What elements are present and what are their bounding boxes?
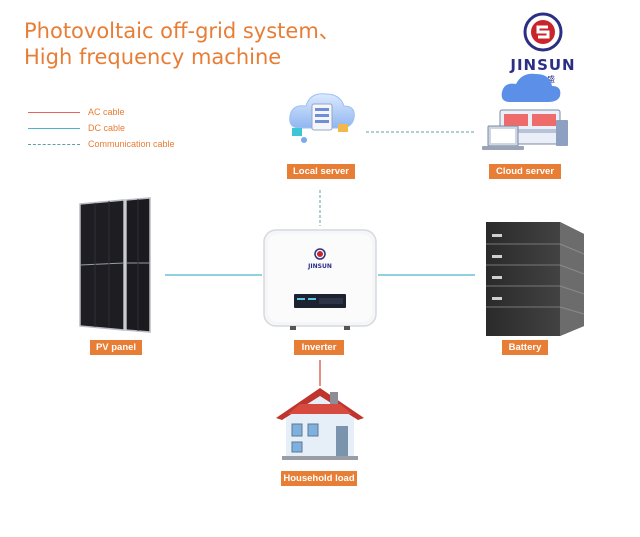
legend-label-communication: Communication cable (88, 139, 175, 149)
cloud-server-icon (482, 73, 568, 150)
label-local-server: Local server (287, 164, 355, 179)
page-title: Photovoltaic off-grid system、 High frequ… (24, 18, 340, 70)
label-cloud-server: Cloud server (489, 164, 561, 179)
logo-brand-text: JINSUN (510, 56, 576, 74)
logo-emblem-icon (523, 12, 563, 52)
label-battery: Battery (502, 340, 548, 355)
inverter-icon: JINSUN (263, 229, 377, 330)
title-line-2: High frequency machine (24, 45, 282, 69)
communication-cable-swatch (28, 144, 80, 145)
pv-panel-icon (79, 197, 151, 333)
title-line-1: Photovoltaic off-grid system、 (24, 19, 340, 43)
household-house-icon (276, 388, 364, 460)
inverter-brand-text: JINSUN (307, 263, 332, 270)
ac-cable-swatch (28, 112, 80, 113)
label-inverter: Inverter (294, 340, 344, 355)
dc-cable-swatch (28, 128, 80, 129)
legend-label-ac: AC cable (88, 107, 125, 117)
legend-label-dc: DC cable (88, 123, 126, 133)
label-pv-panel: PV panel (90, 340, 142, 355)
label-household-load: Household load (281, 471, 357, 486)
local-server-icon (289, 93, 355, 143)
battery-icon (486, 222, 585, 336)
